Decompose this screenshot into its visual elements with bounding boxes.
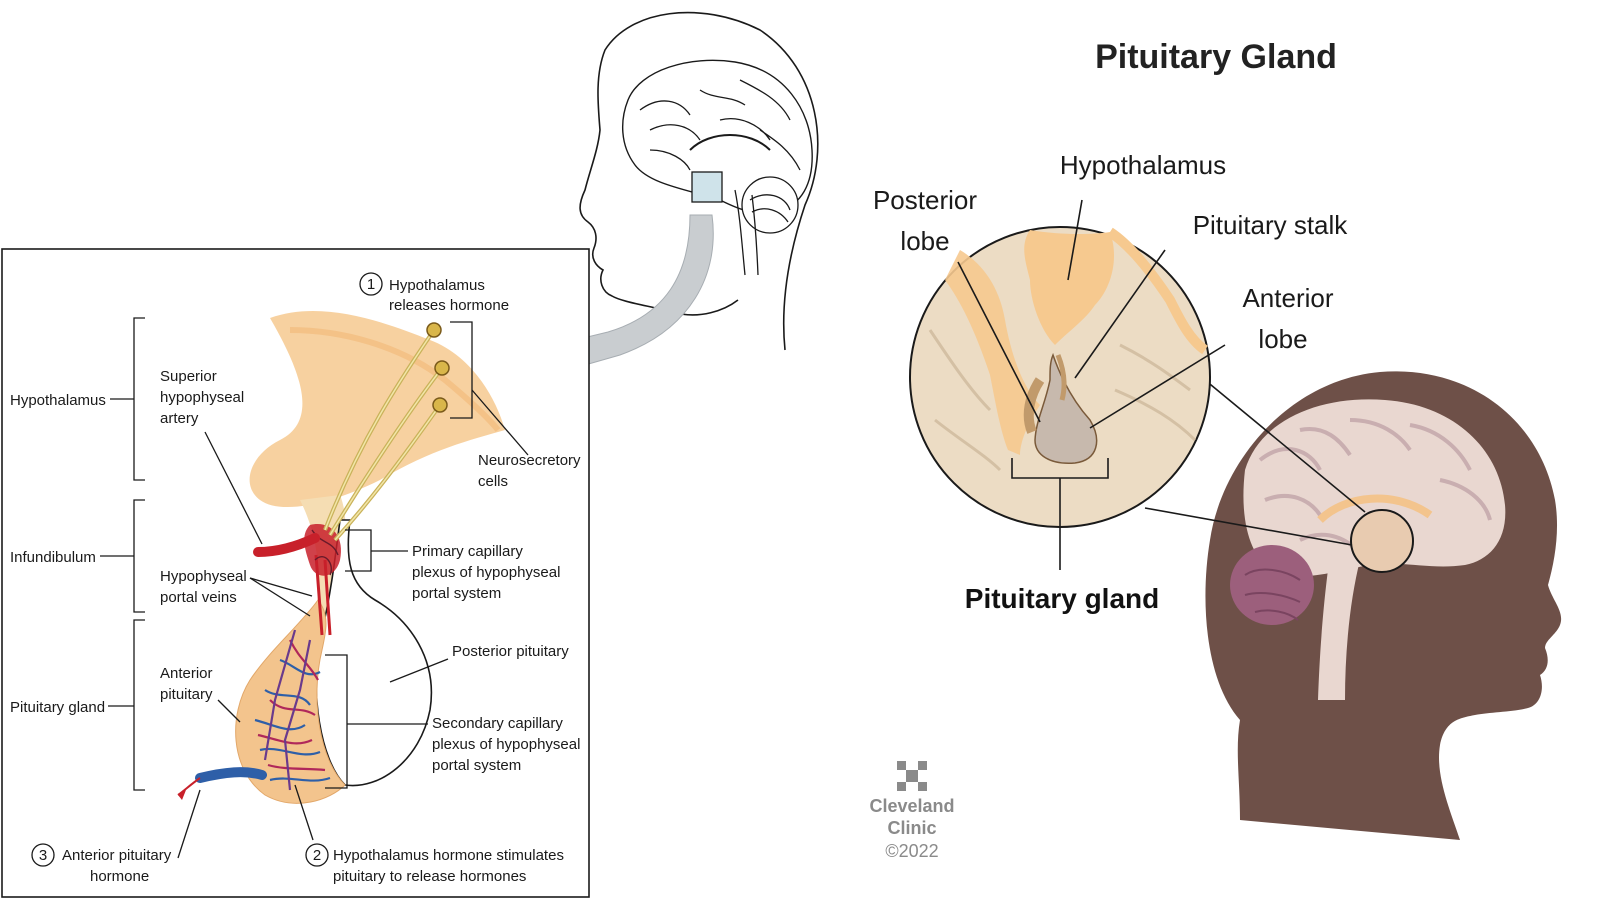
bracket-secondary-plexus	[325, 654, 348, 789]
superior-hypophyseal-artery	[253, 533, 320, 557]
credit-brand-line2: Clinic	[887, 818, 936, 838]
label-infundibulum: Infundibulum	[10, 549, 96, 566]
corpus-callosum	[1317, 494, 1433, 523]
right-panel: Pituitary Gland	[873, 38, 1562, 840]
cerebellum-line-art	[741, 176, 799, 234]
label-superior-artery-line3: artery	[160, 410, 199, 427]
neuron-cell-body	[426, 322, 442, 338]
credit-block: Cleveland Clinic ©2022	[869, 761, 955, 861]
label-portal-veins-line1: Hypophyseal	[160, 568, 247, 585]
step1-number: 1	[367, 276, 375, 293]
hormone-outflow-arrow	[177, 777, 201, 796]
step3-label-line1: Anterior pituitary	[62, 847, 172, 864]
efferent-vein	[195, 767, 267, 783]
label-hypothalamus-right: Hypothalamus	[1060, 150, 1226, 180]
credit-brand-line1: Cleveland	[869, 796, 954, 816]
label-superior-artery-line1: Superior	[160, 368, 217, 385]
label-posterior-lobe-line1: Posterior	[873, 185, 977, 215]
step3-circle	[31, 843, 55, 867]
step2-label-line1: Hypothalamus hormone stimulates	[333, 847, 564, 864]
cerebellum-illustration	[1230, 545, 1314, 625]
cleveland-clinic-logo-icon	[897, 761, 927, 791]
label-pituitary-gland: Pituitary gland	[10, 699, 105, 716]
step2-circle	[305, 843, 329, 867]
neuron-cell-body	[432, 397, 448, 413]
label-secondary-plexus-line1: Secondary capillary	[432, 715, 563, 732]
label-hypothalamus: Hypothalamus	[10, 392, 106, 409]
label-pituitary-stalk: Pituitary stalk	[1193, 210, 1349, 240]
step1-label-line2: releases hormone	[389, 297, 509, 314]
left-panel: 1 3 2 Hypothalamus releases hormone Hypo…	[1, 248, 590, 898]
label-neurosecretory-line2: cells	[478, 473, 508, 490]
brainstem-illustration	[1318, 555, 1360, 700]
inset-posterior-lobe	[1023, 377, 1045, 434]
pituitary-highlight-box	[691, 171, 723, 203]
step1-label-line1: Hypothalamus	[389, 277, 485, 294]
brain-illustration	[1243, 399, 1506, 577]
inset-pituitary-stalk	[1055, 354, 1067, 401]
label-anterior-pituitary-line1: Anterior	[160, 665, 213, 682]
capillary-network	[254, 629, 331, 791]
label-superior-artery-line2: hypophyseal	[160, 389, 244, 406]
label-anterior-lobe-line2: lobe	[1258, 324, 1307, 354]
label-secondary-plexus-line3: portal system	[432, 757, 521, 774]
label-pituitary-gland-right: Pituitary gland	[965, 583, 1159, 614]
label-posterior-lobe-line2: lobe	[900, 226, 949, 256]
magnified-inset	[909, 226, 1211, 570]
right-title: Pituitary Gland	[1095, 38, 1337, 76]
step1-circle	[359, 272, 383, 296]
step3-number: 3	[39, 847, 47, 864]
hypothalamus-tissue	[249, 310, 505, 508]
neuron-cell-body	[434, 360, 450, 376]
label-neurosecretory-line1: Neurosecretory	[478, 452, 581, 469]
inset-hypothalamus	[1024, 230, 1115, 345]
focus-circle	[1350, 509, 1414, 573]
bracket-pituitary	[133, 619, 145, 791]
label-portal-veins-line2: portal veins	[160, 589, 237, 606]
label-secondary-plexus-line2: plexus of hypophyseal	[432, 736, 580, 753]
label-posterior-pituitary: Posterior pituitary	[452, 643, 569, 660]
step3-label-line2: hormone	[90, 868, 149, 885]
label-primary-plexus-line1: Primary capillary	[412, 543, 523, 560]
label-primary-plexus-line2: plexus of hypophyseal	[412, 564, 560, 581]
step2-number: 2	[313, 847, 321, 864]
inset-anterior-lobe	[1034, 352, 1098, 464]
label-anterior-pituitary-line2: pituitary	[160, 686, 213, 703]
step2-label-line2: pituitary to release hormones	[333, 868, 526, 885]
bracket-neurosecretory	[450, 321, 473, 419]
label-anterior-lobe-line1: Anterior	[1242, 283, 1333, 313]
credit-year: ©2022	[885, 841, 938, 861]
label-primary-plexus-line3: portal system	[412, 585, 501, 602]
head-outline-illustration	[579, 11, 819, 351]
